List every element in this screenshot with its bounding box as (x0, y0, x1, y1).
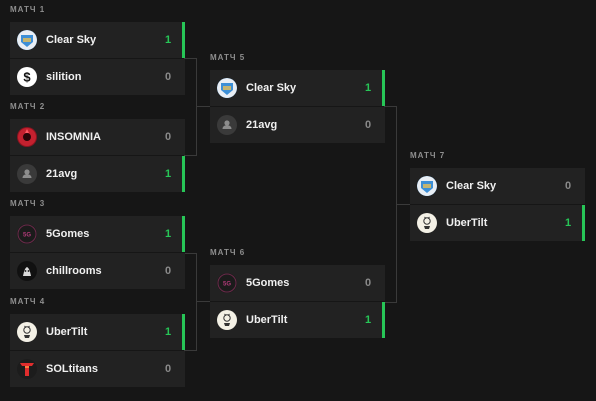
team-row[interactable]: $ silition 0 (10, 59, 185, 95)
ubertilt-logo-icon (17, 322, 37, 342)
team-name: 5Gomes (46, 228, 90, 240)
default-avatar-icon (17, 164, 37, 184)
match-label: МАТЧ 2 (10, 102, 46, 111)
match-label: МАТЧ 1 (10, 5, 46, 14)
team-score: 1 (164, 168, 172, 180)
team-score: 1 (364, 82, 372, 94)
clear-sky-logo-icon (417, 176, 437, 196)
bracket-connector (197, 301, 210, 302)
team-score: 0 (364, 119, 372, 131)
team-row[interactable]: 5G 5Gomes 1 (10, 216, 185, 252)
team-name: INSOMNIA (46, 131, 101, 143)
team-score: 1 (164, 326, 172, 338)
team-score: 1 (364, 314, 372, 326)
clear-sky-logo-icon (17, 30, 37, 50)
match-label: МАТЧ 6 (210, 248, 246, 257)
match-label: МАТЧ 4 (10, 297, 46, 306)
svg-text:5G: 5G (223, 282, 231, 288)
match-5: МАТЧ 5 Clear Sky 1 21avg 0 (210, 53, 385, 143)
silition-logo-icon: $ (17, 67, 37, 87)
svg-text:$: $ (23, 70, 31, 85)
team-row[interactable]: SOLtitans 0 (10, 351, 185, 387)
team-name: Clear Sky (46, 34, 97, 46)
chillrooms-logo-icon (17, 261, 37, 281)
bracket-connector (184, 253, 197, 351)
ubertilt-logo-icon (417, 213, 437, 233)
ubertilt-logo-icon (217, 310, 237, 330)
team-name: Clear Sky (246, 82, 297, 94)
team-score: 0 (164, 363, 172, 375)
soltitans-logo-icon (17, 359, 37, 379)
5gomes-logo-icon: 5G (17, 224, 37, 244)
team-score: 0 (364, 277, 372, 289)
match-label: МАТЧ 3 (10, 199, 46, 208)
team-name: SOLtitans (46, 363, 98, 375)
match-label: МАТЧ 7 (410, 151, 446, 160)
team-name: UberTilt (246, 314, 288, 326)
team-name: 5Gomes (246, 277, 290, 289)
default-avatar-icon (217, 115, 237, 135)
match-7: МАТЧ 7 Clear Sky 0 UberTilt 1 (410, 151, 585, 241)
team-score: 1 (164, 34, 172, 46)
bracket-connector (197, 106, 210, 107)
match-6: МАТЧ 6 5G 5Gomes 0 UberTilt 1 (210, 248, 385, 338)
team-row[interactable]: INSOMNIA 0 (10, 119, 185, 155)
5gomes-logo-icon: 5G (217, 273, 237, 293)
team-name: chillrooms (46, 265, 102, 277)
bracket-connector (184, 58, 197, 156)
match-3: МАТЧ 3 5G 5Gomes 1 chillrooms 0 (10, 199, 185, 289)
team-row[interactable]: UberTilt 1 (10, 314, 185, 350)
team-score: 1 (164, 228, 172, 240)
team-name: silition (46, 71, 82, 83)
team-score: 0 (164, 265, 172, 277)
team-row[interactable]: Clear Sky 1 (10, 22, 185, 58)
match-2: МАТЧ 2 INSOMNIA 0 21avg 1 (10, 102, 185, 192)
match-label: МАТЧ 5 (210, 53, 246, 62)
bracket-connector (384, 106, 397, 303)
team-name: Clear Sky (446, 180, 497, 192)
team-score: 0 (564, 180, 572, 192)
match-4: МАТЧ 4 UberTilt 1 SOLtitans 0 (10, 297, 185, 387)
team-score: 0 (164, 71, 172, 83)
clear-sky-logo-icon (217, 78, 237, 98)
team-name: 21avg (246, 119, 278, 131)
team-row[interactable]: Clear Sky 0 (410, 168, 585, 204)
team-row[interactable]: 21avg 1 (10, 156, 185, 192)
team-row[interactable]: UberTilt 1 (210, 302, 385, 338)
svg-text:5G: 5G (23, 233, 31, 239)
team-row[interactable]: Clear Sky 1 (210, 70, 385, 106)
team-row[interactable]: chillrooms 0 (10, 253, 185, 289)
insomnia-logo-icon (17, 127, 37, 147)
team-name: UberTilt (46, 326, 88, 338)
team-name: UberTilt (446, 217, 488, 229)
team-score: 0 (164, 131, 172, 143)
match-1: МАТЧ 1 Clear Sky 1 $ silition 0 (10, 5, 185, 95)
team-name: 21avg (46, 168, 78, 180)
team-row[interactable]: 5G 5Gomes 0 (210, 265, 385, 301)
team-score: 1 (564, 217, 572, 229)
team-row[interactable]: UberTilt 1 (410, 205, 585, 241)
team-row[interactable]: 21avg 0 (210, 107, 385, 143)
bracket-connector (397, 204, 410, 205)
